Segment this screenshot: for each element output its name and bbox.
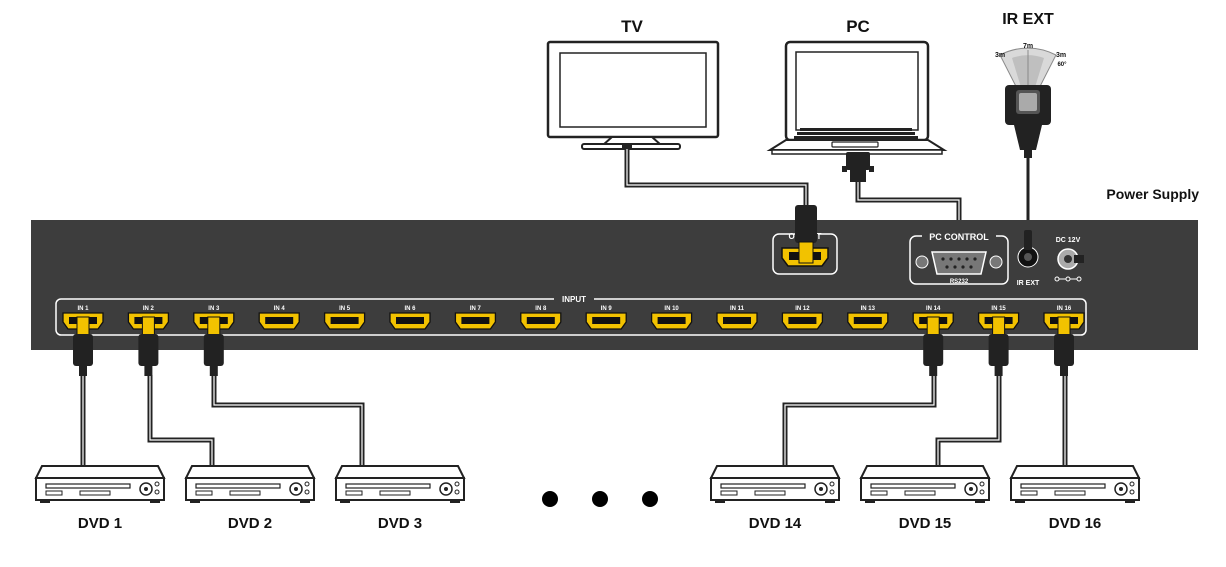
ir-range-center: 7m [1023,43,1033,50]
hdmi-input-port: IN 5 [323,306,366,330]
pc-control-label: PC CONTROL [929,232,989,242]
dvd-player [184,465,316,503]
hdmi-input-label: IN 7 [470,306,482,312]
rs232-label: RS232 [950,279,969,285]
ir-range-left: 3m [995,52,1005,59]
matrix-switch-panel: OUTPUT PC CONTROL RS232 [31,205,1198,350]
hdmi-input-plug [923,316,944,376]
power-supply-label: Power Supply [1106,186,1199,202]
pc-label: PC [846,17,870,36]
hdmi-input-port: IN 9 [585,306,627,330]
dvd-player [334,465,466,503]
hdmi-input-plug [138,316,159,376]
hdmi-input-label: IN 10 [664,306,679,312]
hdmi-input-label: IN 6 [404,306,416,312]
hdmi-input-port: IN 7 [454,306,497,330]
dvd-label: DVD 14 [749,515,802,532]
tv-label: TV [621,17,643,36]
ir-range-angle: 60° [1057,62,1067,68]
hdmi-input-port: IN 4 [258,306,300,330]
hdmi-input-label: IN 3 [208,306,220,312]
hdmi-input-port: IN 12 [781,306,824,330]
ir-range-right: 3m [1056,52,1066,59]
input-group-label: INPUT [562,295,586,304]
hdmi-input-port: IN 6 [389,306,431,330]
dvd-player [859,465,991,503]
hdmi-input-plug [988,316,1009,376]
ellipsis-dots [542,491,658,507]
pc-laptop [766,40,948,155]
ir-ext-port-label: IR EXT [1017,280,1040,287]
ir-receiver [999,47,1057,158]
hdmi-input-plug [1054,316,1074,376]
dvd-label: DVD 16 [1049,515,1102,532]
hdmi-input-port: IN 10 [650,306,693,330]
hdmi-input-label: IN 16 [1057,306,1072,312]
db9-plug [842,152,874,182]
rs232-port [915,251,1003,275]
dvd-label: DVD 1 [78,515,122,532]
dvd-label: DVD 2 [228,515,272,532]
ir-ext-jack [1017,230,1039,268]
hdmi-input-label: IN 12 [795,306,810,312]
hdmi-input-label: IN 2 [143,306,155,312]
hdmi-input-label: IN 15 [991,306,1006,312]
dvd-players: DVD 1 DVD 2 DVD 3 DVD 14 DVD 15 DVD 16 [34,465,1141,532]
hdmi-input-plug [203,316,224,376]
hdmi-input-label: IN 4 [274,306,286,312]
tv-monitor [546,40,720,150]
input-plugs [73,316,1074,376]
hdmi-input-label: IN 5 [339,306,351,312]
dc-power-jack [1054,248,1084,282]
hdmi-input-label: IN 9 [601,306,613,312]
hdmi-input-plug [73,316,93,376]
hdmi-input-port: IN 13 [847,306,889,330]
hdmi-input-port: IN 11 [716,306,758,330]
ir-ext-title: IR EXT [1002,11,1054,28]
dvd-label: DVD 15 [899,515,952,532]
dvd-player [34,465,166,503]
hdmi-input-label: IN 8 [535,306,547,312]
hdmi-input-port: IN 8 [520,306,562,330]
dvd-label: DVD 3 [378,515,422,532]
hdmi-input-label: IN 1 [77,306,89,312]
output-hdmi-plug [795,205,817,264]
dc-label: DC 12V [1056,237,1081,244]
hdmi-input-label: IN 13 [861,306,876,312]
hdmi-input-label: IN 14 [926,306,941,312]
hdmi-input-label: IN 11 [730,306,745,312]
dvd-player [1009,465,1141,503]
dvd-player [709,465,841,503]
